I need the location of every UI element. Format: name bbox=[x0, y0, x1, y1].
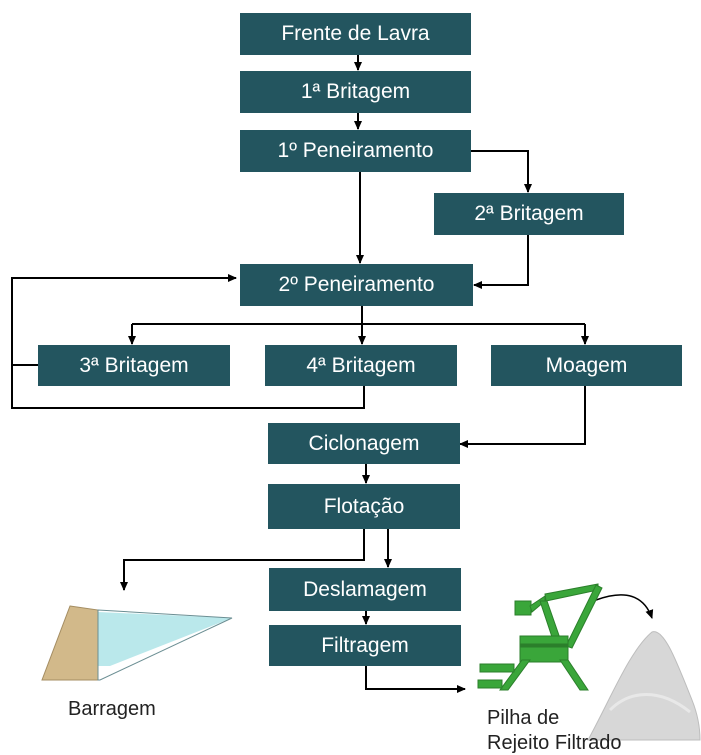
stacker-icon bbox=[477, 583, 603, 691]
arrow-brit2-pen2 bbox=[473, 235, 529, 289]
node-moagem: Moagem bbox=[491, 345, 682, 386]
node-britagem-1: 1ª Britagem bbox=[240, 71, 471, 113]
recirculation-loop bbox=[11, 274, 237, 366]
arrow-pen1-brit2 bbox=[470, 150, 532, 193]
node-frente-de-lavra: Frente de Lavra bbox=[240, 13, 471, 55]
node-ciclonagem: Ciclonagem bbox=[268, 423, 460, 464]
label-pilha-line1: Pilha de bbox=[487, 707, 560, 729]
node-deslamagem: Deslamagem bbox=[269, 568, 461, 611]
tailings-pile-icon bbox=[587, 631, 701, 741]
node-flotacao: Flotação bbox=[268, 484, 460, 529]
arrow-filtr-pile bbox=[365, 666, 466, 693]
label-pilha-line2: Rejeito Filtrado bbox=[487, 732, 622, 754]
node-filtragem: Filtragem bbox=[269, 625, 461, 666]
arrow-moagem-ciclonagem bbox=[459, 386, 586, 448]
dam-icon bbox=[41, 605, 233, 681]
recirculation-brit4 bbox=[11, 365, 365, 409]
node-peneiramento-1: 1º Peneiramento bbox=[240, 130, 471, 172]
label-barragem: Barragem bbox=[68, 698, 156, 720]
node-britagem-3: 3ª Britagem bbox=[38, 345, 230, 386]
node-peneiramento-2: 2º Peneiramento bbox=[240, 264, 473, 306]
arrow-flot-barragem bbox=[120, 529, 365, 591]
node-britagem-2: 2ª Britagem bbox=[434, 193, 624, 235]
node-britagem-4: 4ª Britagem bbox=[265, 345, 457, 386]
stacker-discharge-arc bbox=[595, 594, 654, 619]
